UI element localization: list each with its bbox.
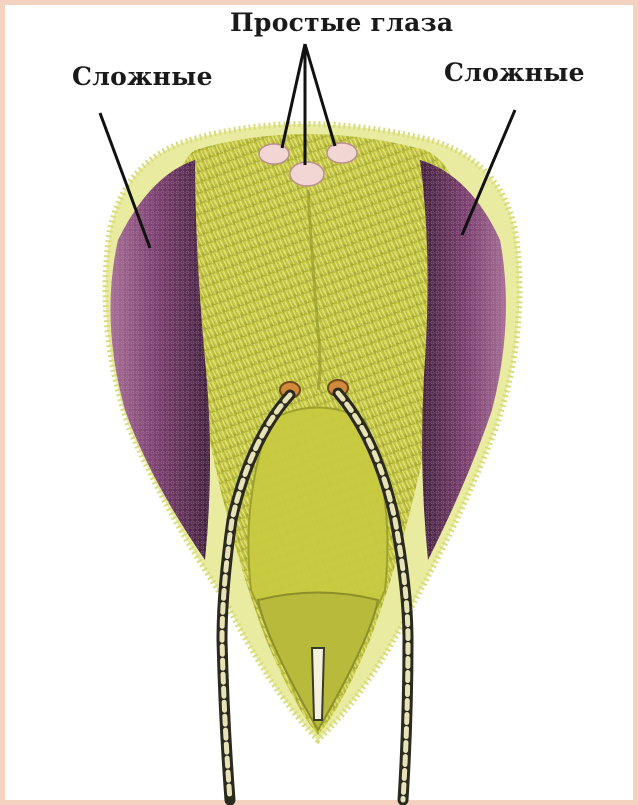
label-compound-eye-left: Сложные <box>72 62 213 91</box>
proboscis <box>312 648 324 720</box>
ocellus-left <box>259 144 289 164</box>
ocellus-right <box>327 143 357 163</box>
ocellus-center <box>290 162 324 186</box>
label-simple-eyes: Простые глаза <box>230 8 453 37</box>
label-compound-eye-right: Сложные <box>444 58 585 87</box>
